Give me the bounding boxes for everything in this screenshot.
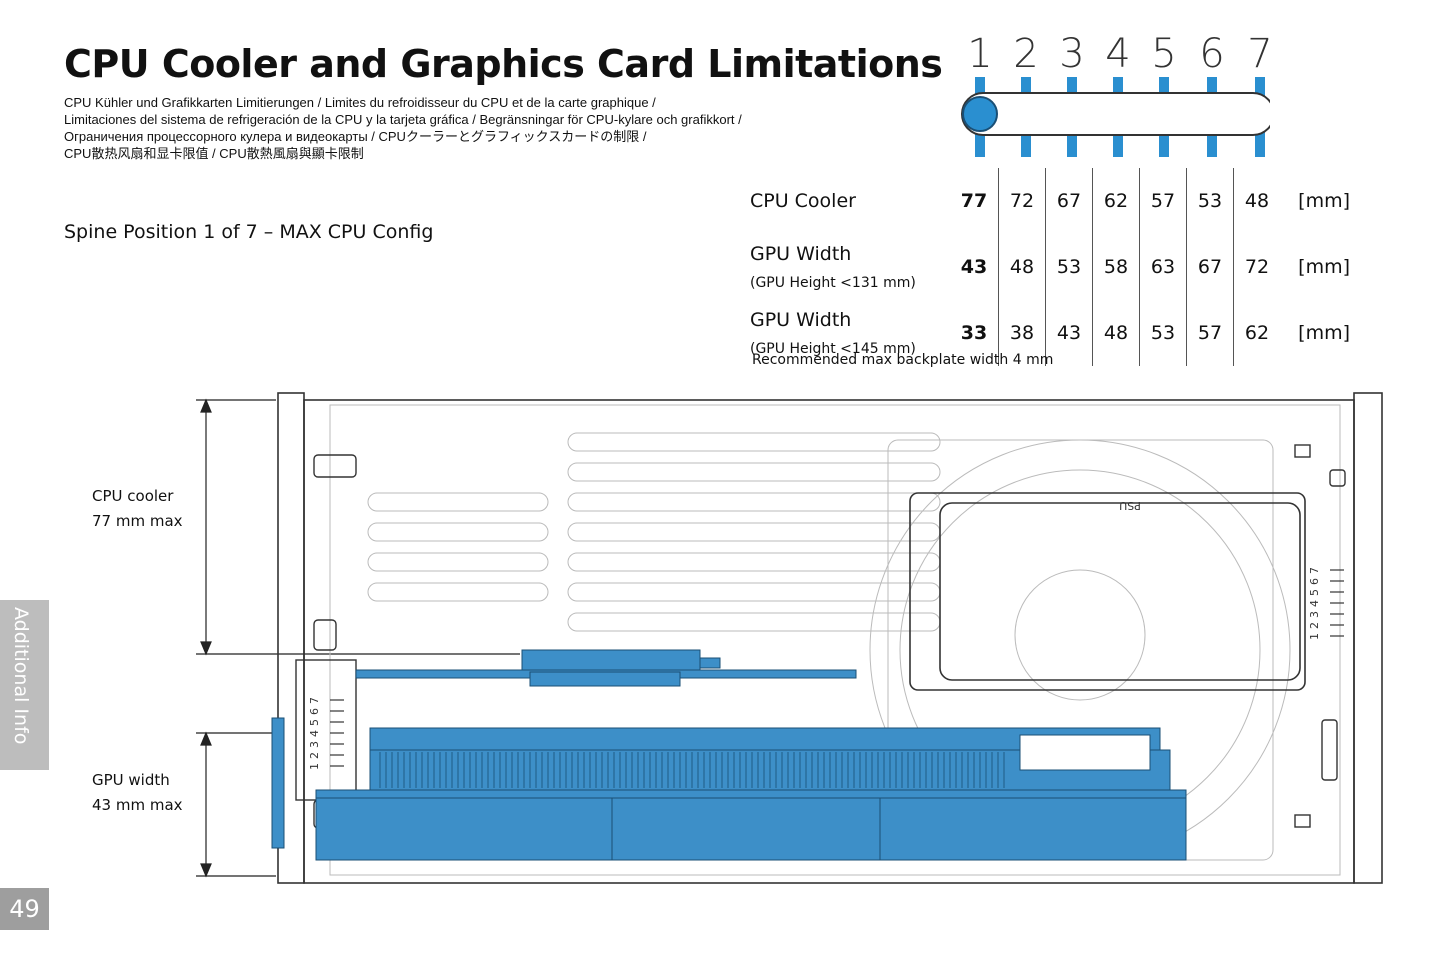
psu-label: PSU [1119, 499, 1141, 512]
cell-value: 53 [1045, 234, 1093, 300]
row-cpu-cooler: CPU Cooler 77 72 67 62 57 53 48 [mm] [750, 168, 1350, 234]
cell-value: 63 [1139, 234, 1187, 300]
chassis-outline [277, 392, 1383, 884]
page-number: 49 [0, 888, 49, 930]
cell-value: 57 [1139, 168, 1187, 234]
scale-number: 2 [308, 752, 321, 759]
cell-value: 62 [1233, 300, 1280, 366]
page-title: CPU Cooler and Graphics Card Limitations [64, 42, 943, 86]
scale-number: 2 [1308, 622, 1321, 629]
scale-number: 4 [308, 730, 321, 737]
row-gpu-width-131: GPU Width (GPU Height <131 mm) 43 48 53 5… [750, 234, 1350, 300]
slot-number: 6 [1199, 31, 1224, 77]
gpu-dimension-line1: GPU width [92, 771, 170, 789]
cpu-dimension-line1: CPU cooler [92, 487, 174, 505]
cell-value: 67 [1045, 168, 1093, 234]
row-label: CPU Cooler [750, 190, 856, 212]
cell-value: 58 [1092, 234, 1140, 300]
gpu-width-dimension-label: GPU width 43 mm max [92, 768, 183, 818]
cpu-dimension-line2: 77 mm max [92, 512, 183, 530]
cell-value: 48 [1233, 168, 1280, 234]
subtitle-line-3: Ограничения процессорного кулера и видео… [64, 129, 647, 144]
gpu-highlight [271, 717, 1187, 861]
cpu-cooler-dimension-label: CPU cooler 77 mm max [92, 484, 183, 534]
dimension-arrows [196, 398, 520, 878]
subtitle-line-1: CPU Kühler und Grafikkarten Limitierunge… [64, 95, 656, 110]
slot-number: 2 [1013, 31, 1038, 77]
row-sublabel: (GPU Height <145 mm) [750, 341, 916, 357]
subtitle-line-4: CPU散热风扇和显卡限值 / CPU散熱風扇與顯卡限制 [64, 146, 364, 161]
cell-value: 48 [1092, 300, 1140, 366]
scale-number: 5 [1308, 589, 1321, 596]
row-gpu-width-145: GPU Width (GPU Height <145 mm) 33 38 43 4… [750, 300, 1350, 366]
scale-number: 1 [1308, 633, 1321, 640]
slot-number: 4 [1105, 31, 1130, 77]
cell-value: 48 [998, 234, 1046, 300]
row-sublabel: (GPU Height <131 mm) [750, 275, 916, 291]
cell-value: 57 [1186, 300, 1234, 366]
backplate-note: Recommended max backplate width 4 mm [752, 352, 1054, 368]
cell-value: 33 [960, 322, 988, 344]
psu-bracket [909, 492, 1306, 691]
spine-position-heading: Spine Position 1 of 7 – MAX CPU Config [64, 221, 434, 243]
scale-number: 7 [1308, 567, 1321, 574]
cell-value: 38 [998, 300, 1046, 366]
scale-number: 6 [308, 708, 321, 715]
slot-number: 7 [1247, 31, 1270, 77]
selector-track [961, 92, 1270, 136]
right-bracket [1294, 444, 1346, 828]
spec-table: CPU Cooler 77 72 67 62 57 53 48 [mm] GPU… [750, 168, 1350, 366]
cpu-cooler-highlight [355, 649, 857, 687]
cell-value: 43 [960, 256, 988, 278]
section-side-tab: Additional Info [0, 600, 49, 770]
scale-number: 4 [1308, 600, 1321, 607]
scale-number: 5 [308, 719, 321, 726]
scale-number: 1 [308, 763, 321, 770]
row-label: GPU Width [750, 243, 852, 265]
cell-value: 53 [1139, 300, 1187, 366]
unit-label: [mm] [1298, 256, 1350, 278]
scale-number: 3 [308, 741, 321, 748]
cell-value: 72 [998, 168, 1046, 234]
cell-value: 67 [1186, 234, 1234, 300]
selected-slot-dot [962, 96, 998, 132]
case-diagram: PSU 1 2 3 4 5 6 7 1 2 3 4 5 6 7 [196, 392, 1383, 884]
gpu-dimension-line2: 43 mm max [92, 796, 183, 814]
unit-label: [mm] [1298, 322, 1350, 344]
scale-number: 3 [1308, 611, 1321, 618]
slot-number: 3 [1059, 31, 1084, 77]
scale-number: 7 [308, 697, 321, 704]
slot-number: 1 [967, 31, 992, 77]
cell-value: 43 [1045, 300, 1093, 366]
scale-number: 6 [1308, 578, 1321, 585]
cell-value: 72 [1233, 234, 1280, 300]
cell-value: 53 [1186, 168, 1234, 234]
left-bracket [295, 454, 357, 829]
unit-label: [mm] [1298, 190, 1350, 212]
section-side-tab-label: Additional Info [10, 607, 32, 745]
cell-value: 77 [960, 190, 988, 212]
row-label: GPU Width [750, 309, 852, 331]
subtitle-line-2: Limitaciones del sistema de refrigeració… [64, 112, 742, 127]
slot-number: 5 [1151, 31, 1176, 77]
cell-value: 62 [1092, 168, 1140, 234]
